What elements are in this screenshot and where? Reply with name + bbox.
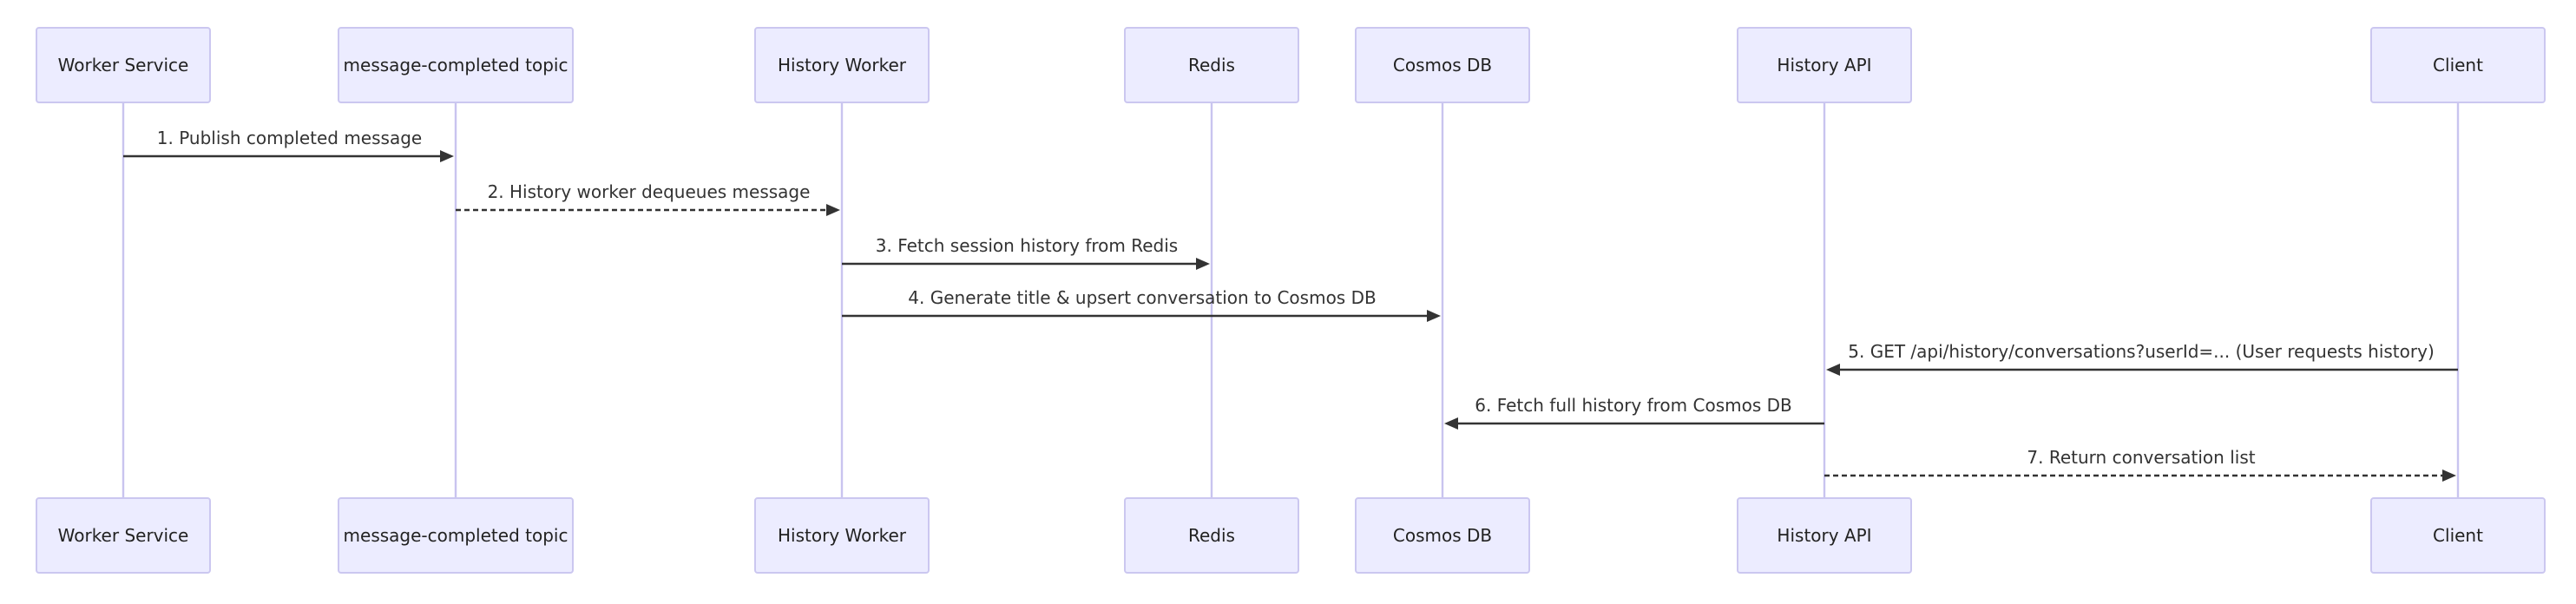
participant-hworker-bottom: History Worker <box>754 497 930 574</box>
participant-label: Client <box>2433 55 2483 76</box>
participant-box <box>338 497 574 574</box>
participant-box <box>1124 497 1299 574</box>
participant-label: History Worker <box>778 55 907 76</box>
message-5: 5. GET /api/history/conversations?userId… <box>1826 341 2458 376</box>
participant-worker-top: Worker Service <box>36 27 211 103</box>
message-label: 2. History worker dequeues message <box>488 181 811 202</box>
participant-label: Redis <box>1188 525 1235 546</box>
participant-label: History API <box>1777 525 1871 546</box>
participant-hapi-top: History API <box>1737 27 1912 103</box>
message-1: 1. Publish completed message <box>123 128 454 162</box>
participant-box <box>338 27 574 103</box>
participant-cosmos-bottom: Cosmos DB <box>1355 497 1530 574</box>
arrow-head-icon <box>1427 310 1441 322</box>
message-7: 7. Return conversation list <box>1824 447 2456 482</box>
participant-hapi-bottom: History API <box>1737 497 1912 574</box>
participant-label: message-completed topic <box>344 55 568 76</box>
participant-box <box>2370 27 2546 103</box>
messages: 1. Publish completed message 2. History w… <box>123 128 2458 482</box>
message-label: 6. Fetch full history from Cosmos DB <box>1475 395 1792 416</box>
arrow-head-icon <box>1196 258 1210 270</box>
arrow-head-icon <box>826 204 840 216</box>
participants-top: Worker Service message-completed topic His… <box>36 27 2546 103</box>
arrow-head-icon <box>2442 469 2456 482</box>
participant-label: message-completed topic <box>344 525 568 546</box>
message-label: 4. Generate title & upsert conversation … <box>908 287 1376 308</box>
participant-box <box>2370 497 2546 574</box>
participant-box <box>36 497 211 574</box>
arrow-head-icon <box>1444 417 1458 430</box>
participant-box <box>754 497 930 574</box>
participant-label: Redis <box>1188 55 1235 76</box>
arrow-head-icon <box>440 150 454 162</box>
message-3: 3. Fetch session history from Redis <box>842 235 1210 270</box>
participant-box <box>754 27 930 103</box>
participant-label: History Worker <box>778 525 907 546</box>
arrow-head-icon <box>1826 364 1840 376</box>
participant-label: Worker Service <box>58 55 189 76</box>
participant-hworker-top: History Worker <box>754 27 930 103</box>
participant-label: Worker Service <box>58 525 189 546</box>
participant-box <box>1124 27 1299 103</box>
message-label: 7. Return conversation list <box>2027 447 2255 468</box>
participant-box <box>36 27 211 103</box>
participant-client-bottom: Client <box>2370 497 2546 574</box>
message-label: 3. Fetch session history from Redis <box>876 235 1178 256</box>
participant-box <box>1355 27 1530 103</box>
participant-label: Cosmos DB <box>1393 525 1492 546</box>
message-label: 1. Publish completed message <box>157 128 422 148</box>
message-6: 6. Fetch full history from Cosmos DB <box>1444 395 1824 430</box>
participant-redis-bottom: Redis <box>1124 497 1299 574</box>
participants-bottom: Worker Service message-completed topic His… <box>36 497 2546 574</box>
participant-label: Client <box>2433 525 2483 546</box>
participant-topic-bottom: message-completed topic <box>338 497 574 574</box>
participant-box <box>1737 497 1912 574</box>
message-label: 5. GET /api/history/conversations?userId… <box>1848 341 2435 362</box>
participant-worker-bottom: Worker Service <box>36 497 211 574</box>
message-4: 4. Generate title & upsert conversation … <box>842 287 1441 322</box>
participant-box <box>1737 27 1912 103</box>
participant-redis-top: Redis <box>1124 27 1299 103</box>
message-2: 2. History worker dequeues message <box>456 181 840 216</box>
participant-topic-top: message-completed topic <box>338 27 574 103</box>
participant-client-top: Client <box>2370 27 2546 103</box>
participant-box <box>1355 497 1530 574</box>
participant-label: Cosmos DB <box>1393 55 1492 76</box>
lifelines <box>122 102 2460 498</box>
participant-label: History API <box>1777 55 1871 76</box>
participant-cosmos-top: Cosmos DB <box>1355 27 1530 103</box>
